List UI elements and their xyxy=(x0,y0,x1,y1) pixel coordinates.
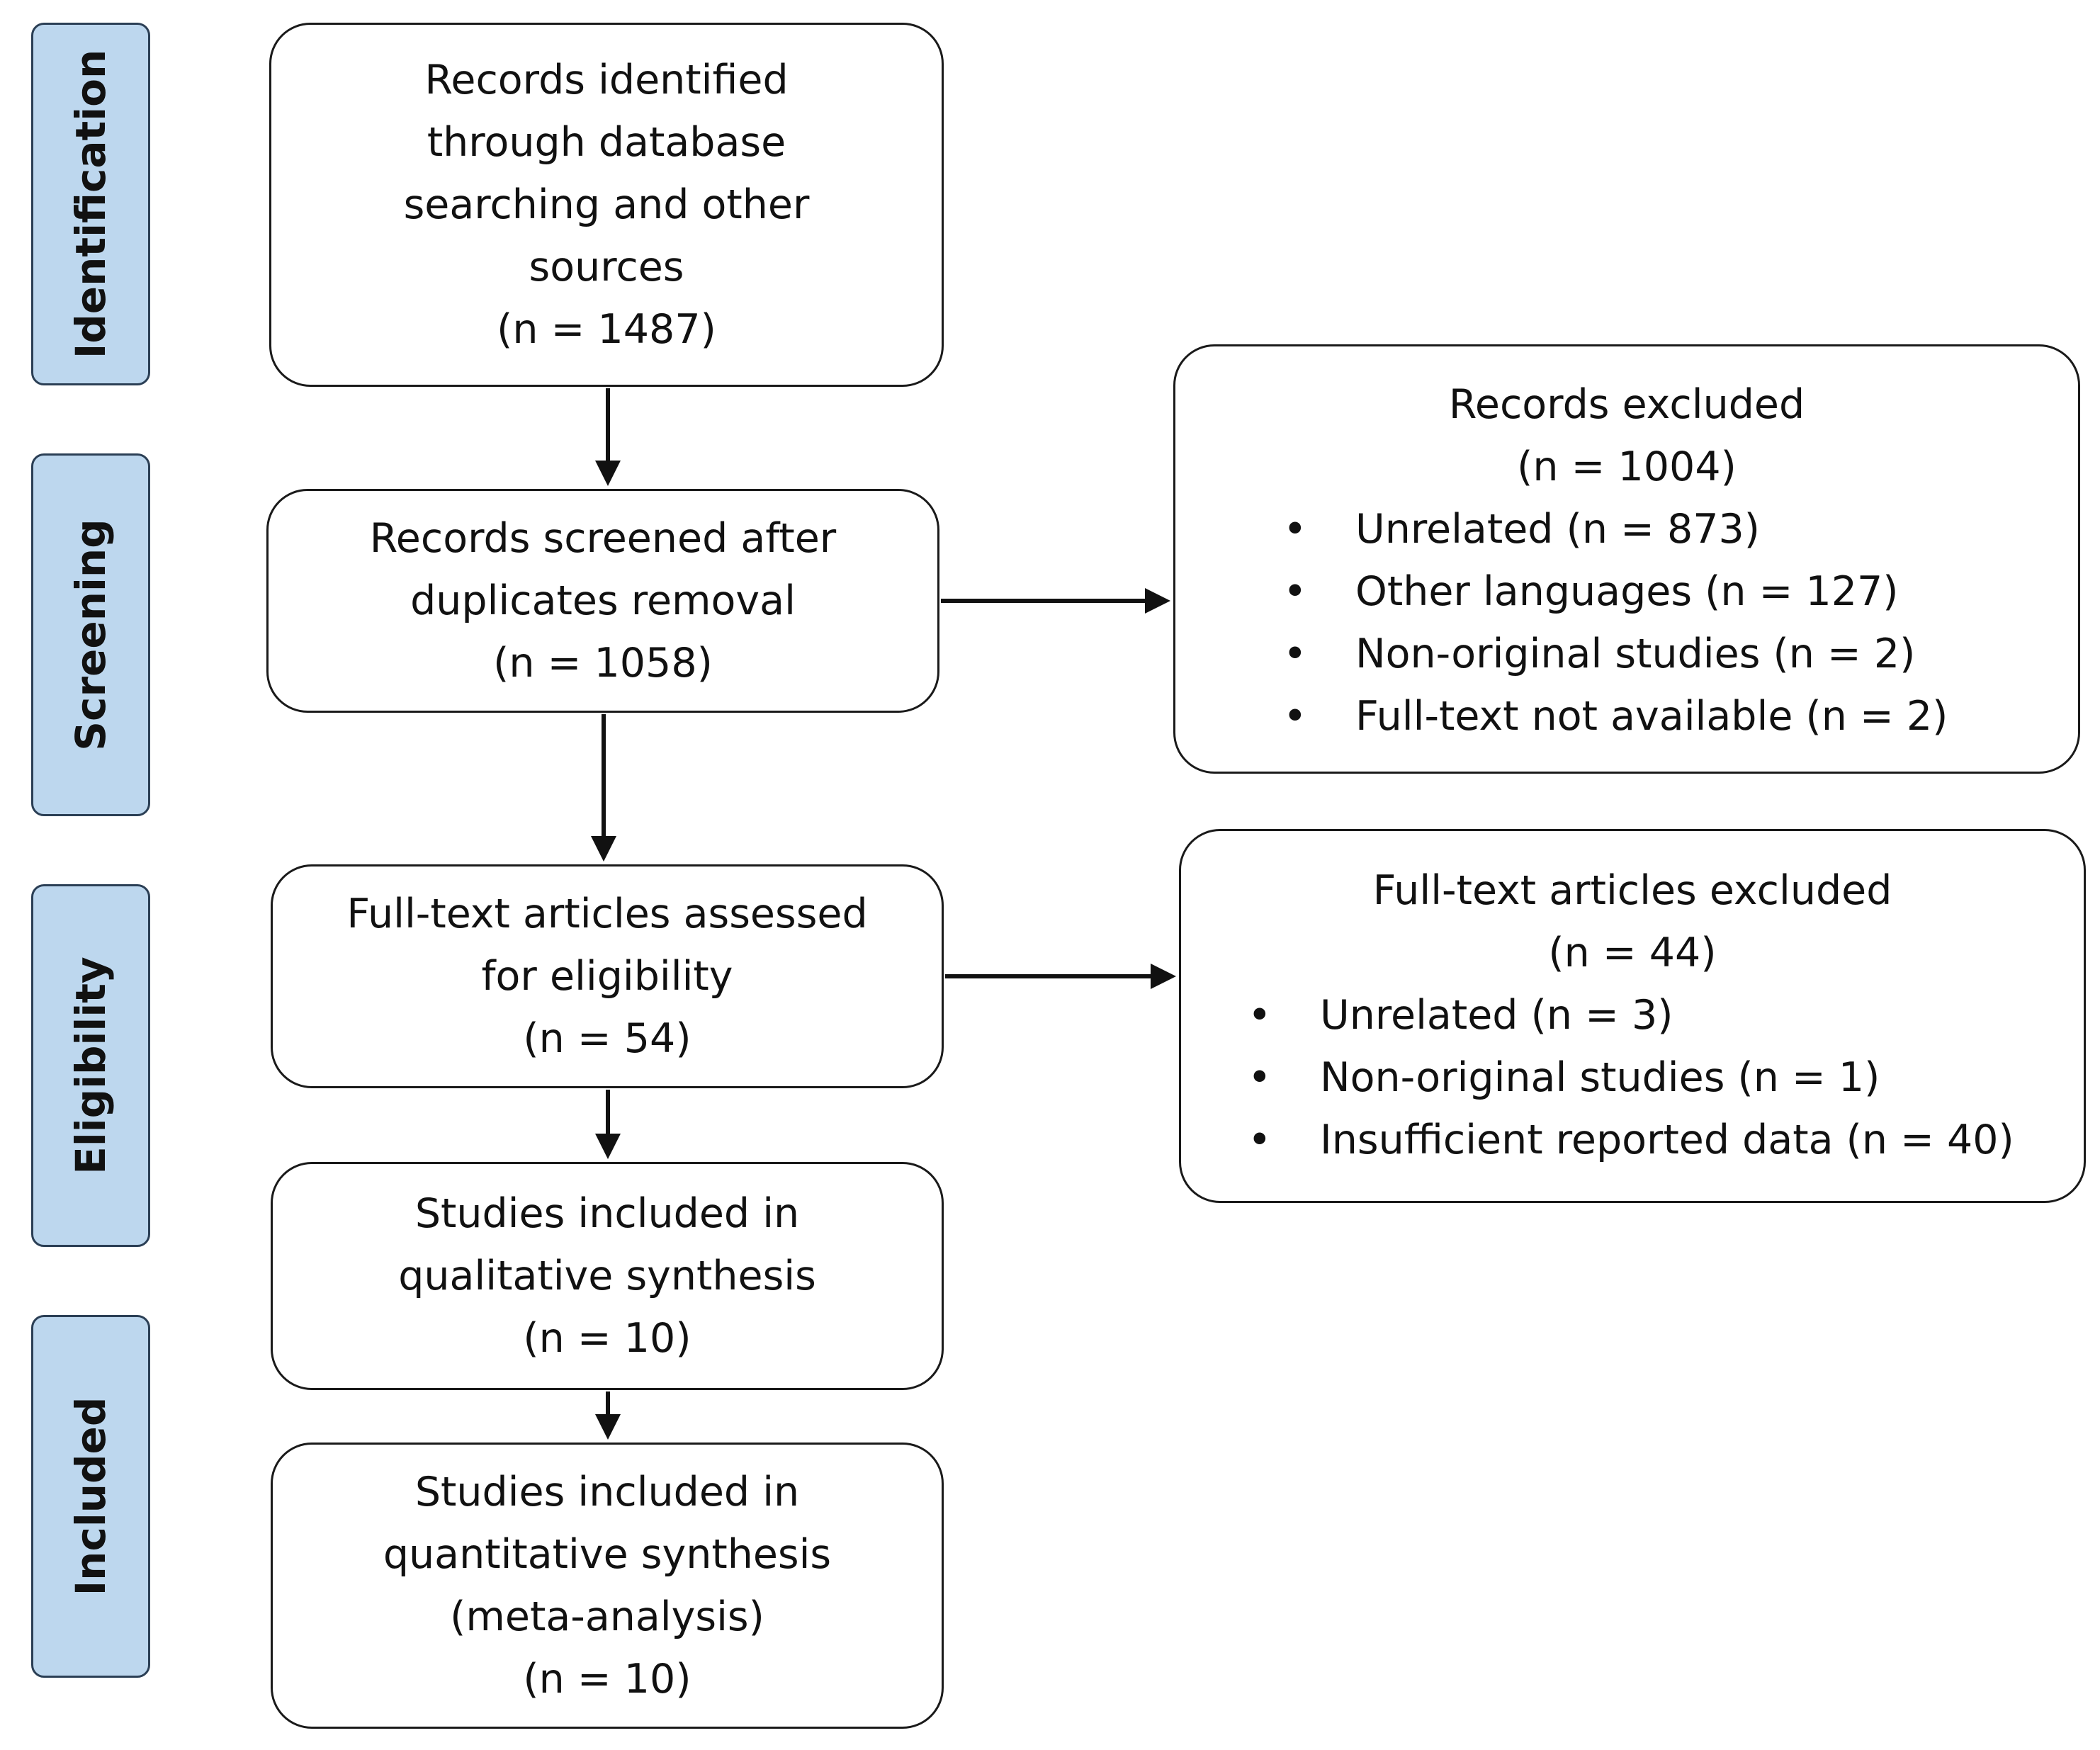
bullet-icon: • xyxy=(1283,568,1307,615)
box-line: sources xyxy=(529,244,684,290)
box-line: Studies included in xyxy=(414,1469,800,1515)
bullet-icon: • xyxy=(1248,1117,1272,1163)
box-count: (n = 1487) xyxy=(497,306,716,353)
exclusion-item-text: Non-original studies (n = 1) xyxy=(1320,1054,1880,1101)
box-line: searching and other xyxy=(403,181,810,228)
exclusion-item-text: Unrelated (n = 3) xyxy=(1320,992,1673,1039)
box-line: Records identified xyxy=(424,57,789,103)
box-count: (n = 54) xyxy=(523,1015,691,1062)
box-line: (meta-analysis) xyxy=(450,1593,764,1640)
box-records-excluded: Records excluded (n = 1004) • Unrelated … xyxy=(1173,344,2080,774)
exclusion-item-text: Unrelated (n = 873) xyxy=(1355,506,1760,553)
exclusion-item: • Non-original studies (n = 1) xyxy=(1181,1046,2084,1109)
exclusion-item-text: Full-text not available (n = 2) xyxy=(1355,693,1948,740)
box-count: (n = 10) xyxy=(523,1315,691,1362)
exclusion-count: (n = 44) xyxy=(1548,930,1717,976)
stage-screening: Screening xyxy=(31,453,150,816)
exclusion-list: • Unrelated (n = 3) • Non-original studi… xyxy=(1181,984,2084,1171)
box-records-identified: Records identified through database sear… xyxy=(269,23,944,387)
bullet-icon: • xyxy=(1248,992,1272,1039)
exclusion-item: • Unrelated (n = 3) xyxy=(1181,984,2084,1046)
box-line: for eligibility xyxy=(481,953,733,1000)
exclusion-title: Records excluded xyxy=(1448,381,1805,428)
box-line: through database xyxy=(427,119,786,166)
box-line: Records screened after xyxy=(369,515,837,562)
box-count: (n = 10) xyxy=(523,1656,691,1703)
exclusion-title: Full-text articles excluded xyxy=(1372,867,1892,914)
exclusion-item-text: Non-original studies (n = 2) xyxy=(1355,631,1916,677)
exclusion-count: (n = 1004) xyxy=(1517,444,1737,490)
box-records-screened: Records screened after duplicates remova… xyxy=(266,489,939,713)
exclusion-item: • Insufficient reported data (n = 40) xyxy=(1181,1109,2084,1171)
exclusion-item-text: Other languages (n = 127) xyxy=(1355,568,1899,615)
bullet-icon: • xyxy=(1248,1054,1272,1101)
bullet-icon: • xyxy=(1283,631,1307,677)
stage-identification: Identification xyxy=(31,23,150,385)
bullet-icon: • xyxy=(1283,506,1307,553)
box-line: quantitative synthesis xyxy=(383,1531,832,1578)
exclusion-item: • Full-text not available (n = 2) xyxy=(1175,685,2078,747)
exclusion-list: • Unrelated (n = 873) • Other languages … xyxy=(1175,498,2078,747)
box-fulltext-excluded: Full-text articles excluded (n = 44) • U… xyxy=(1179,829,2086,1203)
box-line: Full-text articles assessed xyxy=(346,891,868,937)
stage-eligibility: Eligibility xyxy=(31,884,150,1247)
bullet-icon: • xyxy=(1283,693,1307,740)
box-count: (n = 1058) xyxy=(493,640,713,687)
stage-included: Included xyxy=(31,1315,150,1678)
exclusion-item: • Unrelated (n = 873) xyxy=(1175,498,2078,560)
box-line: Studies included in xyxy=(414,1190,800,1237)
box-quantitative-synthesis: Studies included in quantitative synthes… xyxy=(271,1443,944,1729)
box-qualitative-synthesis: Studies included in qualitative synthesi… xyxy=(271,1162,944,1390)
exclusion-item: • Other languages (n = 127) xyxy=(1175,560,2078,623)
box-line: qualitative synthesis xyxy=(398,1253,816,1299)
box-line: duplicates removal xyxy=(410,577,796,624)
box-fulltext-assessed: Full-text articles assessed for eligibil… xyxy=(271,864,944,1088)
exclusion-item: • Non-original studies (n = 2) xyxy=(1175,623,2078,685)
exclusion-item-text: Insufficient reported data (n = 40) xyxy=(1320,1117,2014,1163)
